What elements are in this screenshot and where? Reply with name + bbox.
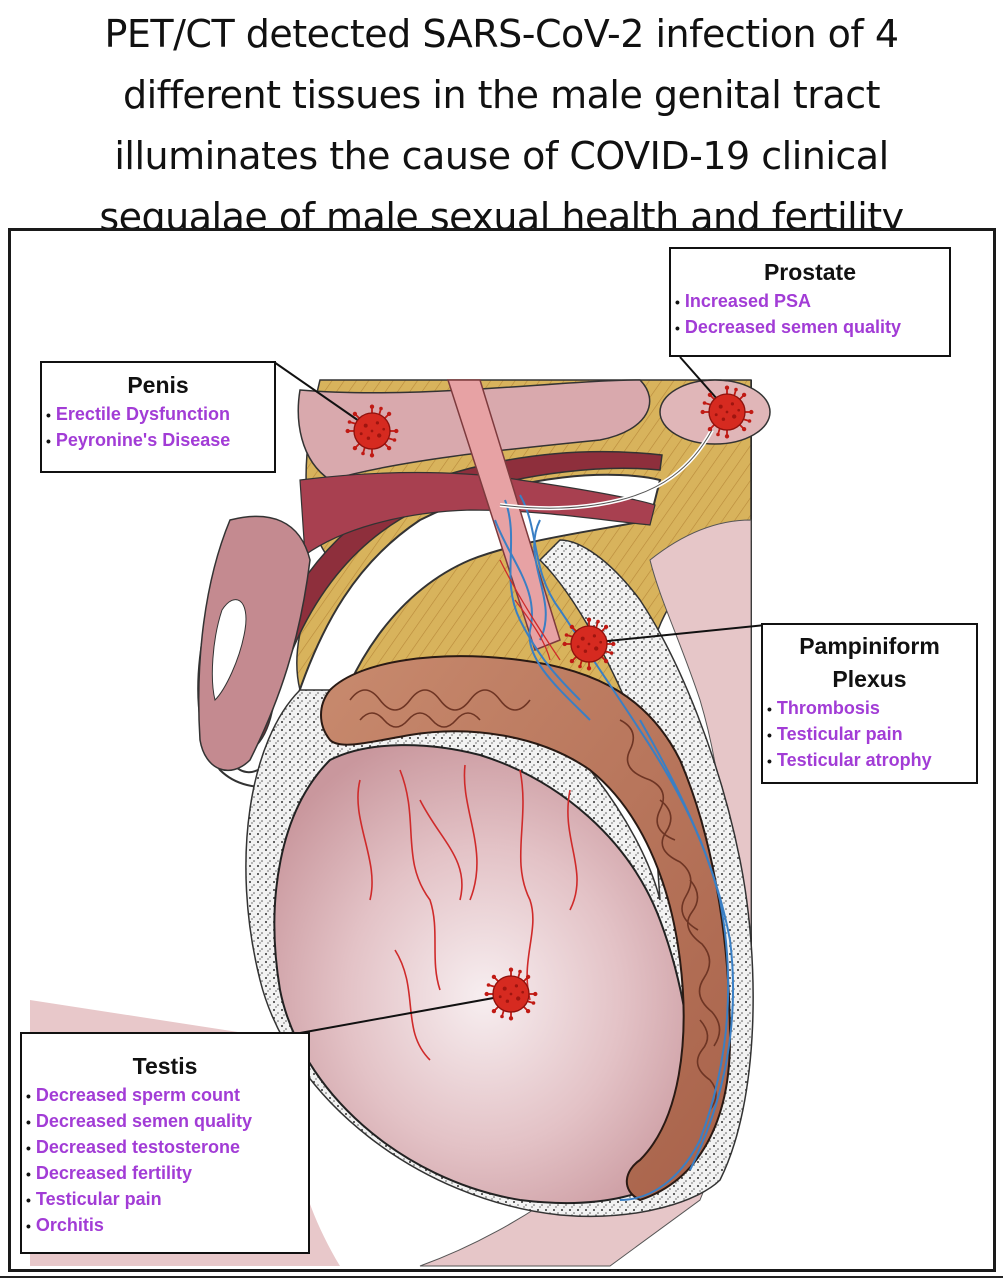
virus-icon-pampiniform xyxy=(562,617,616,671)
symptom-item: •Testicular pain xyxy=(26,1189,162,1209)
title-line-3: illuminates the cause of COVID-19 clinic… xyxy=(114,134,889,178)
symptom-item: •Increased PSA xyxy=(675,291,811,311)
callout-heading: Prostate xyxy=(763,259,857,285)
virus-icon-penis xyxy=(345,404,399,458)
symptom-item: •Erectile Dysfunction xyxy=(46,404,230,424)
symptom-item: •Decreased semen quality xyxy=(675,317,902,337)
callout-prostate: Prostate •Increased PSA •Decreased semen… xyxy=(669,247,951,357)
title-line-1: PET/CT detected SARS-CoV-2 infection of … xyxy=(104,12,899,56)
symptom-item: •Testicular pain xyxy=(767,724,903,744)
callout-testis: Testis •Decreased sperm count •Decreased… xyxy=(20,1032,310,1254)
title-line-2: different tissues in the male genital tr… xyxy=(123,73,880,117)
virus-icon-testis xyxy=(484,967,538,1021)
symptom-item: •Testicular atrophy xyxy=(767,750,932,770)
virus-icon-prostate xyxy=(700,385,754,439)
callout-pampiniform-plexus: Pampiniform Plexus •Thrombosis •Testicul… xyxy=(761,623,978,784)
symptom-item: •Decreased semen quality xyxy=(26,1111,253,1131)
symptom-item: •Peyronine's Disease xyxy=(46,430,231,450)
symptom-item: •Decreased testosterone xyxy=(26,1137,240,1157)
callout-heading: Penis xyxy=(127,372,189,398)
testis-leader-line xyxy=(299,994,511,1034)
symptom-item: •Thrombosis xyxy=(767,698,880,718)
bottom-rule xyxy=(0,1276,1003,1278)
callout-heading: Testis xyxy=(132,1053,198,1079)
symptom-item: •Decreased fertility xyxy=(26,1163,192,1183)
symptom-item: •Orchitis xyxy=(26,1215,104,1235)
callout-heading-line-1: Pampiniform xyxy=(799,633,940,659)
symptom-item: •Decreased sperm count xyxy=(26,1085,240,1105)
pampiniform-leader-line xyxy=(587,624,766,644)
callout-penis: Penis •Erectile Dysfunction •Peyronine's… xyxy=(40,361,276,473)
callout-heading-line-2: Plexus xyxy=(832,666,907,692)
penis-leader-line xyxy=(273,361,373,431)
